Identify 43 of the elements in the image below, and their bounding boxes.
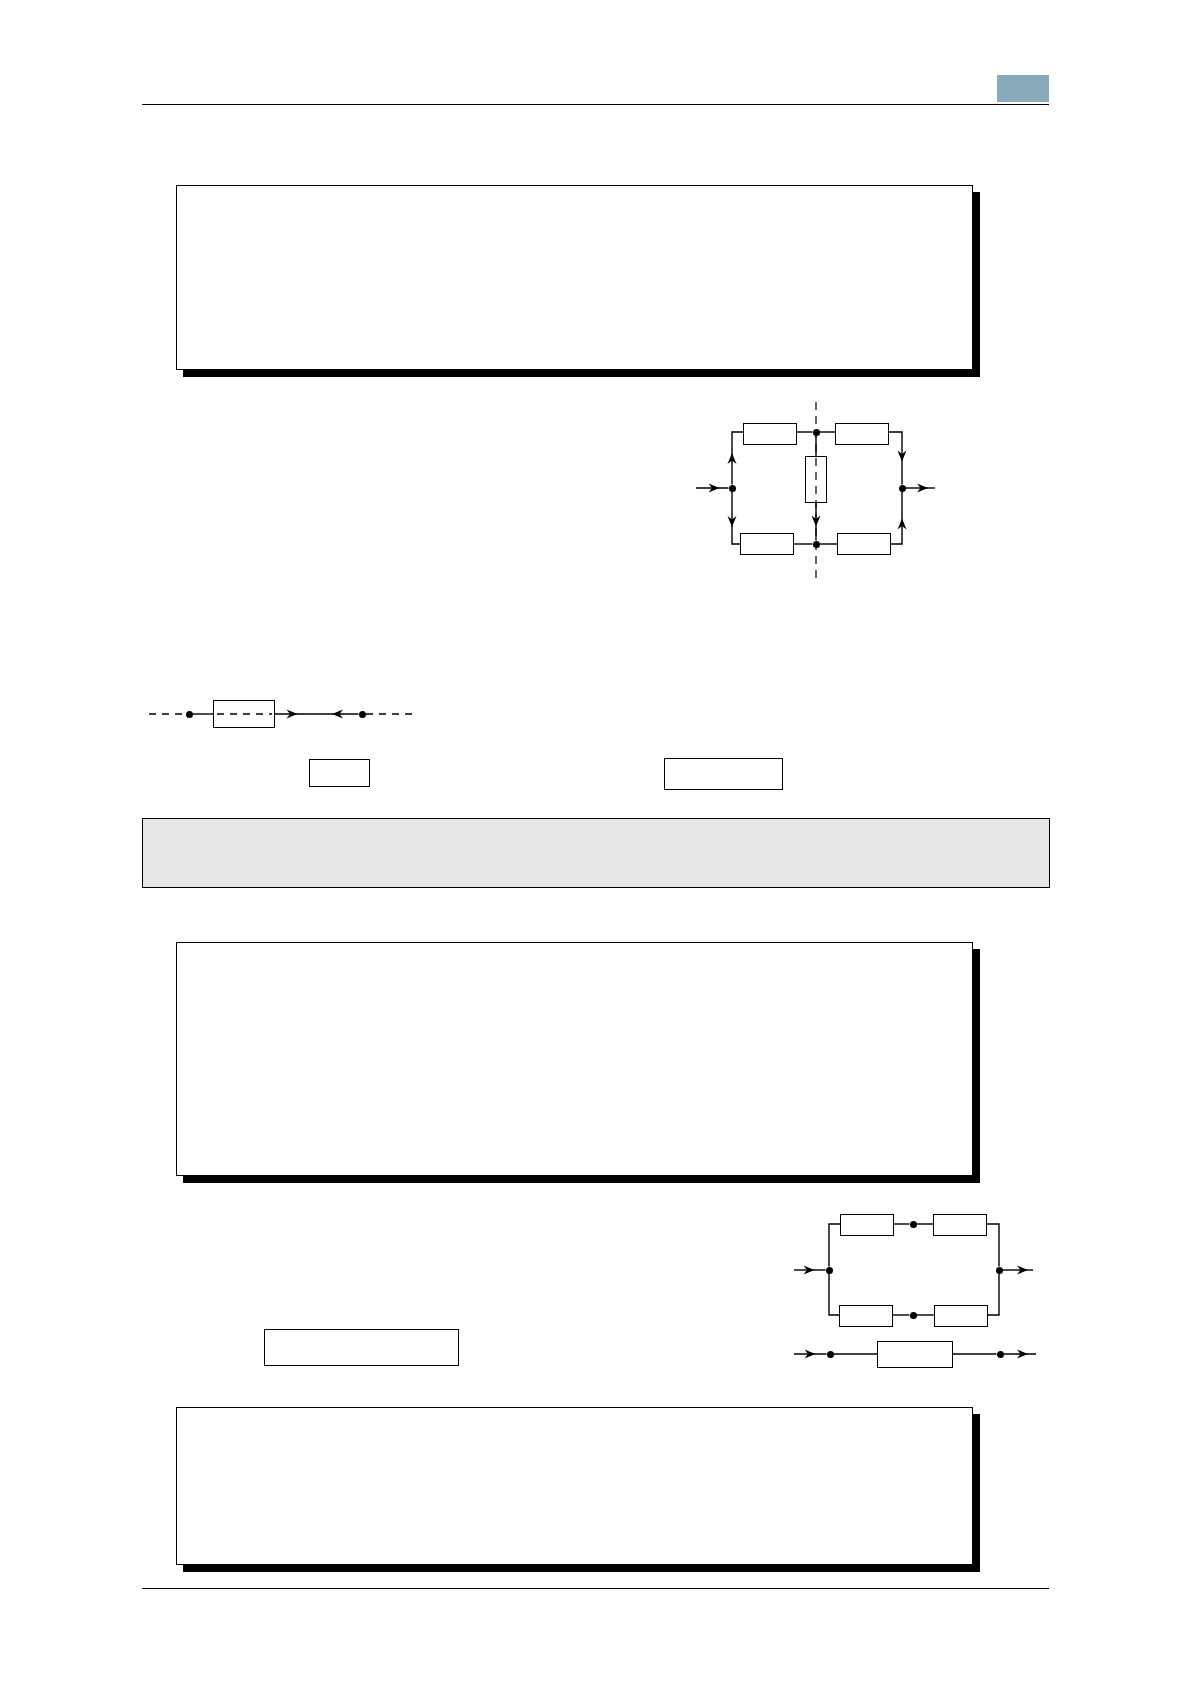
- wire: [893, 1223, 911, 1225]
- arrow: [1001, 1265, 1034, 1275]
- wire: [793, 543, 814, 545]
- wire: [892, 1314, 911, 1316]
- empty-box: [264, 1329, 459, 1366]
- wire: [828, 1272, 840, 1316]
- arrow: [1002, 1349, 1037, 1359]
- arrow: [727, 431, 744, 486]
- resistor-box: [840, 1214, 894, 1236]
- resistor-box: [837, 533, 891, 555]
- resistor-box: [835, 423, 889, 445]
- arrow: [890, 490, 907, 545]
- arrow: [888, 431, 907, 486]
- resistor-box: [805, 456, 827, 503]
- wire: [952, 1353, 998, 1355]
- resistor-box: [740, 533, 794, 555]
- resistor-box: [933, 1214, 987, 1236]
- empty-box: [664, 758, 783, 790]
- resistor-box: [877, 1341, 953, 1368]
- wire: [796, 431, 814, 433]
- wire: [818, 431, 836, 433]
- arrow: [695, 483, 730, 493]
- wire: [832, 1353, 878, 1355]
- wire: [828, 1223, 841, 1268]
- wire: [915, 1223, 934, 1225]
- wire: [986, 1223, 1000, 1268]
- arrow: [904, 483, 936, 493]
- resistor-box: [213, 700, 275, 728]
- empty-box: [309, 759, 370, 787]
- resistor-box: [743, 423, 797, 445]
- wire: [818, 543, 838, 545]
- wire: [987, 1272, 1000, 1316]
- resistor-box: [934, 1305, 988, 1327]
- arrow: [274, 709, 360, 719]
- wire: [915, 1314, 935, 1316]
- arrow: [727, 490, 741, 545]
- shaded-band: [142, 818, 1050, 888]
- wire: [815, 434, 817, 457]
- arrow: [811, 502, 821, 542]
- resistor-box: [839, 1305, 893, 1327]
- arrow: [793, 1265, 827, 1275]
- wire: [191, 713, 214, 715]
- arrow: [793, 1349, 828, 1359]
